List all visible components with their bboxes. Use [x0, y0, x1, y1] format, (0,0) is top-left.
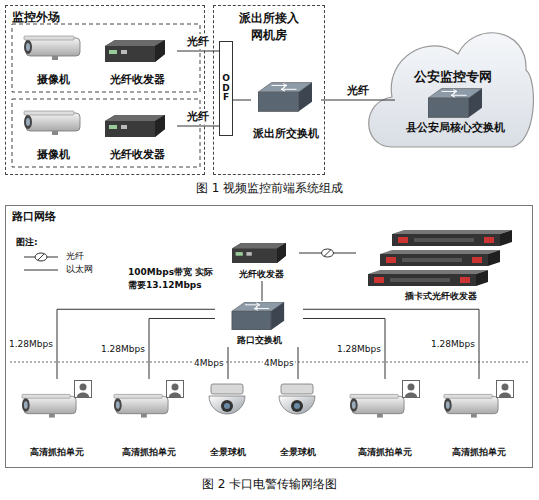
node-label: 插卡式光纤收发器 — [405, 290, 477, 303]
transceiver-icon — [232, 243, 286, 263]
camera-node: 摄像机 — [17, 106, 89, 162]
connector — [262, 281, 263, 301]
legend-sample — [22, 252, 62, 262]
dome-camera-icon — [279, 384, 315, 414]
switch-node: 路口交换机 — [215, 301, 303, 347]
rack-unit — [380, 250, 500, 266]
face-badge — [167, 381, 184, 398]
edge-label: 1.28Mbps — [336, 344, 382, 354]
figure-caption: 图 1 视频监控前端系统组成 — [0, 180, 539, 197]
edge-label: 光纤 — [186, 109, 210, 124]
capture-camera-icon — [114, 394, 168, 417]
dome-camera: 全景球机 — [195, 379, 261, 459]
node-label: 高清抓拍单元 — [358, 446, 412, 459]
capture-camera-icon — [444, 394, 498, 417]
transceiver-node: 光纤收发器 — [97, 106, 177, 162]
connector — [228, 347, 229, 379]
odf-panel: ODF — [219, 41, 233, 136]
capture-camera-icon — [22, 394, 76, 417]
room-frame: 派出所接入网机房 ODF 派出所交换机 — [213, 5, 325, 175]
edge-label: 1.28Mbps — [100, 344, 146, 354]
edge-label: 1.28Mbps — [430, 339, 476, 349]
dome-camera: 全景球机 — [265, 379, 331, 459]
face-badge — [403, 381, 420, 398]
camera-node: 摄像机 — [17, 31, 89, 87]
node-label: 光纤收发器 — [110, 72, 165, 87]
node-label: 摄像机 — [37, 72, 70, 87]
fiber-symbol — [322, 249, 334, 257]
node-label: 全景球机 — [210, 446, 246, 459]
network-frame: 路口网络光纤收发器插卡式光纤收发器路口交换机高清抓拍单元 高清抓拍单元 全景球机 全景… — [5, 205, 533, 468]
figure-caption: 图 2 卡口电警传输网络图 — [0, 476, 539, 493]
dome-camera-icon — [209, 384, 245, 414]
edge-label: 1.28Mbps — [8, 339, 54, 349]
connector — [298, 347, 299, 379]
face-badge — [75, 381, 92, 398]
capture-camera-icon — [350, 394, 404, 417]
connector — [233, 100, 251, 101]
transceiver-node: 光纤收发器 — [97, 31, 177, 87]
node-label: 路口交换机 — [237, 334, 282, 347]
camera-group-frame — [12, 24, 200, 92]
fiber-symbol — [35, 253, 47, 261]
node-label: 高清抓拍单元 — [30, 446, 84, 459]
node-label: 摄像机 — [37, 147, 70, 162]
camera-icon — [24, 111, 80, 135]
node-label: 高清抓拍单元 — [122, 446, 176, 459]
node-label: 公安监控专网 — [370, 68, 535, 86]
switch-icon — [428, 89, 482, 118]
capture-unit: 高清抓拍单元 — [13, 379, 101, 459]
node-label: 光纤收发器 — [239, 268, 284, 281]
transceiver-icon — [105, 40, 165, 62]
capture-unit: 高清抓拍单元 — [341, 379, 429, 459]
legend-row: 光纤 — [22, 250, 93, 263]
transceiver-node: 光纤收发器 — [223, 241, 299, 281]
rack-transceiver-node: 插卡式光纤收发器 — [356, 225, 526, 303]
capture-unit: 高清抓拍单元 — [435, 379, 523, 459]
switch-icon — [232, 302, 284, 330]
node-label: 路口网络 — [12, 209, 526, 224]
face-badge — [497, 381, 514, 398]
rack-unit — [368, 270, 488, 286]
node-label: 光纤收发器 — [110, 147, 165, 162]
node-label: 高清抓拍单元 — [452, 446, 506, 459]
transceiver-icon — [105, 115, 165, 137]
connector — [57, 309, 215, 379]
edge-label: 光纤 — [346, 83, 370, 98]
connector — [149, 318, 215, 379]
cloud-shape — [369, 33, 534, 147]
camera-icon — [24, 36, 80, 60]
separator-line — [10, 362, 528, 363]
switch-node: 派出所交换机 — [251, 79, 321, 141]
bandwidth-note: 100Mbps带宽 实际需要13.12Mbps — [128, 266, 218, 292]
edge-label: 4Mbps — [263, 358, 295, 368]
camera-group-frame — [12, 99, 200, 167]
edge-label: 4Mbps — [193, 358, 225, 368]
connector — [303, 318, 385, 379]
legend-text: 以太网 — [66, 263, 93, 276]
node-label: 派出所接入网机房 — [234, 10, 304, 44]
node-label: 派出所交换机 — [253, 126, 319, 141]
legend-text: 光纤 — [66, 250, 84, 263]
legend-title: 图注: — [16, 236, 56, 249]
legend-sample — [22, 265, 62, 275]
core-switch-node: 县公安局核心交换机 — [395, 86, 515, 135]
legend: 光纤以太网 — [22, 250, 93, 276]
node-label: 全景球机 — [280, 446, 316, 459]
node-label: 县公安局核心交换机 — [406, 120, 505, 135]
connector — [303, 309, 479, 379]
rack-unit — [392, 230, 512, 246]
cloud-network: 公安监控专网县公安局核心交换机 — [370, 22, 535, 147]
edge-label: 光纤 — [186, 34, 210, 49]
connector — [321, 100, 395, 101]
switch-icon — [258, 83, 312, 112]
node-label: ODF — [222, 74, 231, 104]
node-label: 监控外场 — [12, 9, 198, 26]
zone-frame: 监控外场摄像机光纤收发器摄像机光纤收发器 — [5, 5, 205, 175]
legend-row: 以太网 — [22, 263, 93, 276]
capture-unit: 高清抓拍单元 — [105, 379, 193, 459]
